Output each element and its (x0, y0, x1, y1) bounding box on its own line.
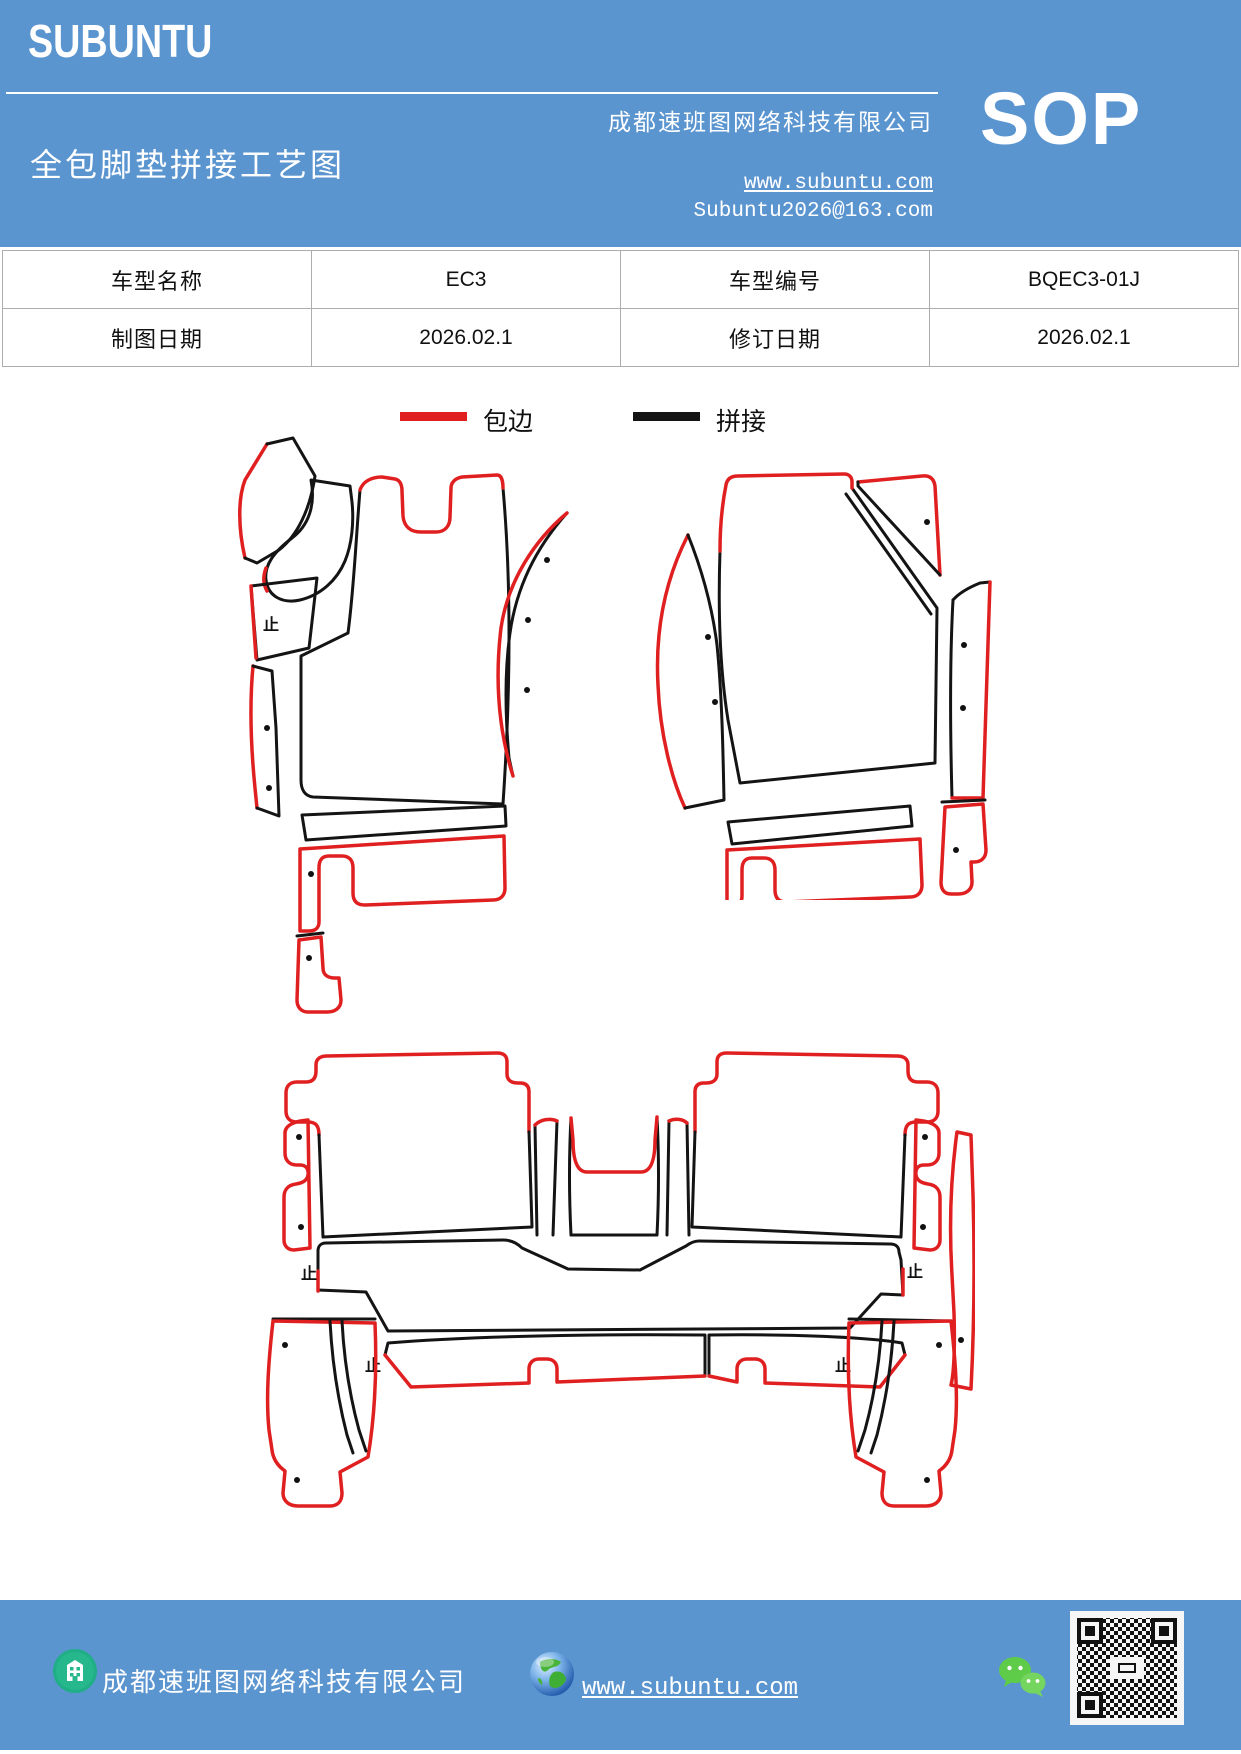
brand-logo: SUBUNTU (28, 15, 213, 67)
footer-website-link[interactable]: www.subuntu.com (582, 1675, 799, 1702)
qr-code (1070, 1611, 1184, 1725)
model-code-value: BQEC3-01J (929, 250, 1239, 309)
front-right-mat-diagram (655, 472, 992, 900)
header-band: SUBUNTU 全包脚垫拼接工艺图 成都速班图网络科技有限公司 www.subu… (0, 0, 1241, 247)
header-divider (6, 92, 938, 94)
vehicle-info-table: 车型名称 EC3 车型编号 BQEC3-01J 制图日期 2026.02.1 修… (2, 250, 1239, 367)
edge-binding-label: 包边 (483, 409, 534, 436)
wechat-icon (999, 1657, 1046, 1697)
table-row: 车型名称 EC3 车型编号 BQEC3-01J (2, 250, 1239, 309)
model-name-label: 车型名称 (2, 250, 312, 309)
stop-mark: 止 (263, 615, 279, 634)
page-title: 全包脚垫拼接工艺图 (30, 147, 346, 183)
globe-icon (530, 1652, 574, 1696)
stop-mark: 止 (907, 1262, 923, 1281)
revise-date-value: 2026.02.1 (929, 308, 1239, 367)
stop-mark: 止 (365, 1356, 381, 1375)
header-company-name: 成都速班图网络科技有限公司 (608, 110, 933, 135)
legend: 包边 拼接 (0, 402, 1241, 436)
splice-swatch (633, 412, 700, 421)
draw-date-value: 2026.02.1 (311, 308, 621, 367)
rear-mats-diagram: 止 止 止 止 (265, 1051, 975, 1508)
stop-mark: 止 (301, 1264, 317, 1283)
building-icon (53, 1649, 97, 1693)
doc-type-label: SOP (980, 77, 1143, 160)
header-website-link[interactable]: www.subuntu.com (743, 172, 933, 195)
front-left-mat-diagram: 止 (238, 436, 569, 1014)
header-email[interactable]: Subuntu2026@163.com (693, 200, 933, 223)
edge-binding-swatch (400, 412, 467, 421)
footer-band: 成都速班图网络科技有限公司 www.subuntu.com (0, 1600, 1241, 1750)
revise-date-label: 修订日期 (620, 308, 930, 367)
model-code-label: 车型编号 (620, 250, 930, 309)
splice-label: 拼接 (716, 409, 767, 436)
table-row: 制图日期 2026.02.1 修订日期 2026.02.1 (2, 308, 1239, 367)
model-name-value: EC3 (311, 250, 621, 309)
draw-date-label: 制图日期 (2, 308, 312, 367)
footer-company-name: 成都速班图网络科技有限公司 (102, 1668, 467, 1697)
